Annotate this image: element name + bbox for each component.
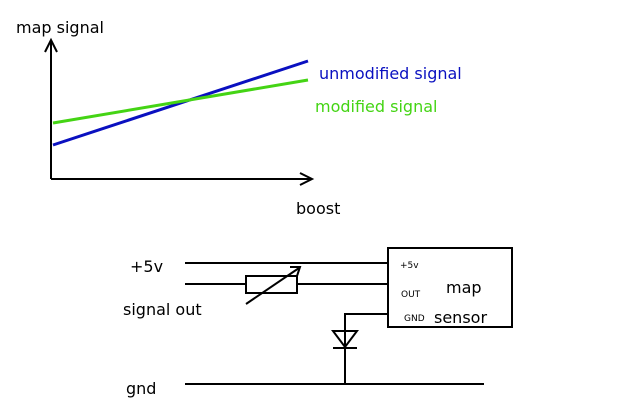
- gnd-label: gnd: [126, 379, 156, 398]
- y-axis-arrowhead: [44, 37, 58, 53]
- plus5v-label: +5v: [130, 257, 163, 276]
- modified-signal-label: modified signal: [315, 97, 437, 116]
- diode: [331, 330, 359, 349]
- signal-graph: map signal boost unmodified signal modif…: [16, 18, 462, 218]
- signal-out-label: signal out: [123, 300, 202, 319]
- circuit-schematic: +5v signal out gnd +5v OUT GND map senso…: [123, 247, 513, 398]
- sensor-pin-out-label: OUT: [401, 290, 421, 300]
- sensor-pin-gnd-label: GND: [404, 314, 425, 324]
- adjustable-resistor: [245, 275, 298, 294]
- modified-signal-line: [52, 78, 309, 125]
- sensor-pin-5v-label: +5v: [400, 261, 419, 271]
- unmodified-signal-label: unmodified signal: [319, 64, 462, 83]
- sensor-gnd-wire: [344, 313, 388, 384]
- resistor-adjust-arrow: [245, 267, 300, 305]
- sensor-name-line2: sensor: [434, 308, 487, 327]
- map-sensor-box: [387, 247, 513, 328]
- x-axis-label: boost: [296, 199, 340, 218]
- y-axis-label: map signal: [16, 18, 104, 37]
- x-axis-arrowhead: [299, 172, 315, 186]
- resistor-adjust-arrowhead: [290, 266, 302, 277]
- sensor-name-line1: map: [446, 278, 482, 297]
